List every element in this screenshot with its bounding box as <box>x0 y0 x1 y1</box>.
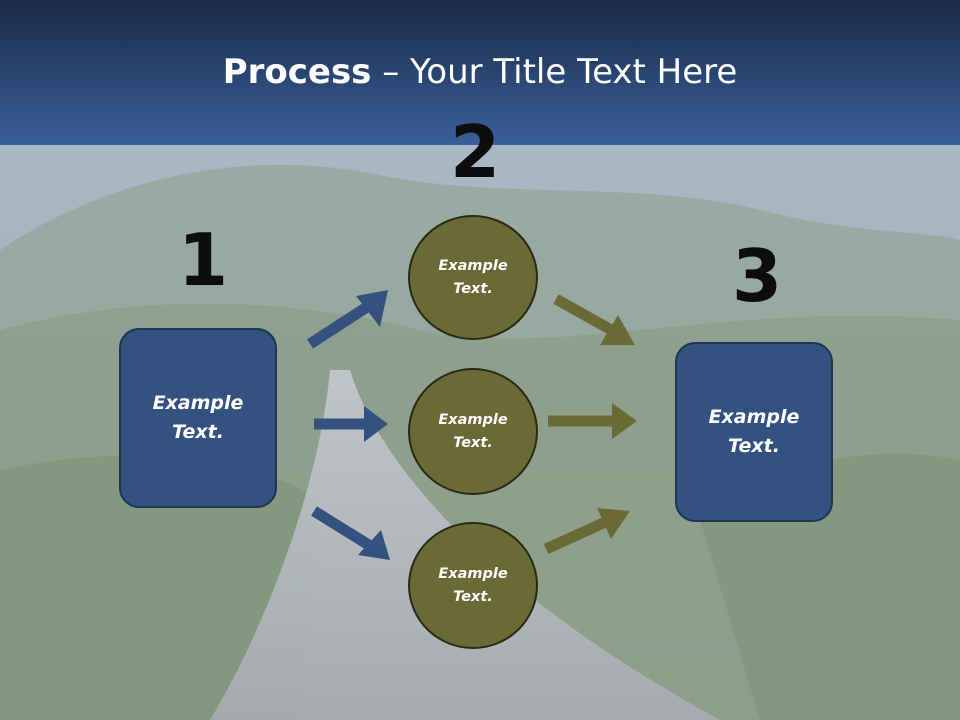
circle-top-label: Example Text. <box>438 257 508 297</box>
process-circle-top: Example Text. <box>408 215 538 340</box>
process-circle-bottom: Example Text. <box>408 522 538 649</box>
title-bold: Process <box>222 52 372 92</box>
title-bar <box>0 0 960 145</box>
title-rest: – Your Title Text Here <box>371 52 738 92</box>
step-number-1: 1 <box>178 218 229 302</box>
step-number-2: 2 <box>450 110 501 194</box>
circle-middle-label: Example Text. <box>438 411 508 451</box>
circle-bottom-label: Example Text. <box>438 565 508 605</box>
box-left-label: Example Text. <box>152 392 244 443</box>
process-box-right: Example Text. <box>675 342 833 522</box>
box-right-label: Example Text. <box>708 406 800 457</box>
process-circle-middle: Example Text. <box>408 368 538 495</box>
step-number-3: 3 <box>732 234 783 318</box>
slide-title: Process – Your Title Text Here <box>0 52 960 92</box>
process-box-left: Example Text. <box>119 328 277 508</box>
